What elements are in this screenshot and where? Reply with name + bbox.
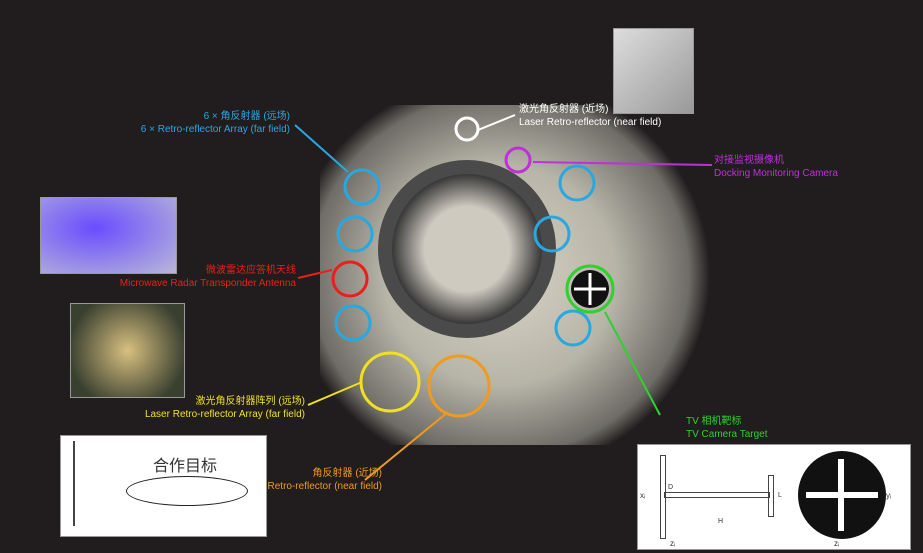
arrow [307,381,363,406]
spacecraft-photo [320,105,720,445]
label-l: L [778,492,782,499]
tv-target-diagram: D H L xᵢ yᵢ zᵢ zᵢ [637,444,911,550]
far-array-label: 6 × 角反射器 (远场)6 × Retro-reflector Array (… [140,111,290,135]
far-reflector-circle [343,168,381,206]
arrow [364,411,449,481]
label-y: yᵢ [886,491,892,500]
laser-array-circle [359,351,421,413]
far-reflector-circle [558,164,596,202]
label-z1: zᵢ [670,539,676,548]
arrow [477,114,516,131]
diagram-title: 合作目标 [153,456,218,475]
near-reflector-circle [427,354,491,418]
radar-antenna-circle [331,260,369,298]
far-reflector-circle [336,215,374,253]
label-x: xᵢ [640,491,646,500]
radar-antenna-inset [40,197,177,274]
far-reflector-circle [334,304,372,342]
far-reflector-circle [533,215,571,253]
docking-camera-circle [504,146,532,174]
label-z2: zᵢ [834,539,840,548]
laser-array-label: 激光角反射器阵列 (远场)Laser Retro-reflector Array… [144,396,305,420]
laser-near-circle [454,116,480,142]
laser-near-label: 激光角反射器 (近场)Laser Retro-reflector (near f… [519,104,662,128]
cooperative-target-diagram: 合作目标 [60,435,267,537]
arrow [604,311,661,416]
reflector-array-inset [70,303,185,398]
far-reflector-circle [554,309,592,347]
tv-target-circle [565,264,615,314]
arrow [532,161,713,166]
laser-reflector-inset [613,28,694,114]
label-h: H [718,518,724,525]
arrow [294,124,349,173]
near-reflector-label: 角反射器 (近场)Retro-reflector (near field) [267,468,382,492]
label-d: D [668,484,674,491]
arrow [297,269,333,279]
